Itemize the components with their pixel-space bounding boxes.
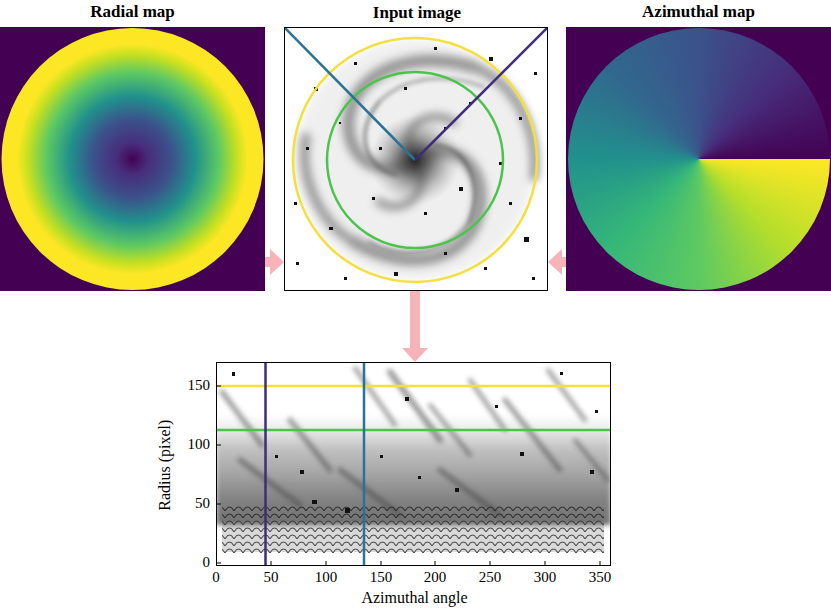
flow-arrow [548, 249, 566, 275]
radial-map-panel: Radial map [0, 27, 265, 291]
plot-frame: Radius (pixel)Azimuthal angle [216, 362, 611, 566]
panel-title: Azimuthal map [642, 2, 755, 22]
panel-title: Input image [373, 3, 461, 23]
tick-label: 0 [203, 554, 211, 571]
angle-line-135 [284, 27, 415, 160]
flow-arrow [265, 249, 284, 275]
arrow-head [402, 348, 428, 362]
input-image-panel: Input image [284, 27, 548, 291]
tick-label: 50 [264, 569, 279, 586]
tick-label: 200 [424, 569, 447, 586]
map-ground [0, 27, 265, 291]
flow-arrow [402, 291, 428, 362]
tick-label: 100 [315, 569, 338, 586]
tick-label: 0 [212, 569, 220, 586]
tick-label: 50 [195, 495, 210, 512]
tick-label: 350 [589, 569, 612, 586]
angle-line-135 [363, 362, 366, 566]
galaxy-image [284, 27, 548, 291]
tick-label: 150 [188, 377, 211, 394]
radius-line-113 [216, 429, 611, 432]
arrow-shaft [410, 291, 420, 350]
angle-line-45 [264, 362, 267, 566]
angle-line-45 [415, 27, 548, 160]
axis-title: Azimuthal angle [361, 589, 467, 607]
unwrapped-plot-image [216, 362, 611, 566]
tick-label: 300 [534, 569, 557, 586]
axis-title: Radius (pixel) [157, 419, 175, 510]
panel-title: Radial map [90, 2, 175, 22]
tick-label: 250 [479, 569, 502, 586]
arrow-head [548, 249, 562, 275]
radial-map-image [0, 27, 265, 291]
azimuthal-disc [568, 28, 830, 290]
radial-disc [2, 28, 264, 290]
tick-label: 100 [188, 436, 211, 453]
azimuthal-map-image [566, 27, 831, 291]
arrow-head [270, 249, 284, 275]
tick-label: 150 [370, 569, 393, 586]
radius-line-150 [216, 385, 611, 388]
azimuthal-map-panel: Azimuthal map [566, 27, 831, 291]
